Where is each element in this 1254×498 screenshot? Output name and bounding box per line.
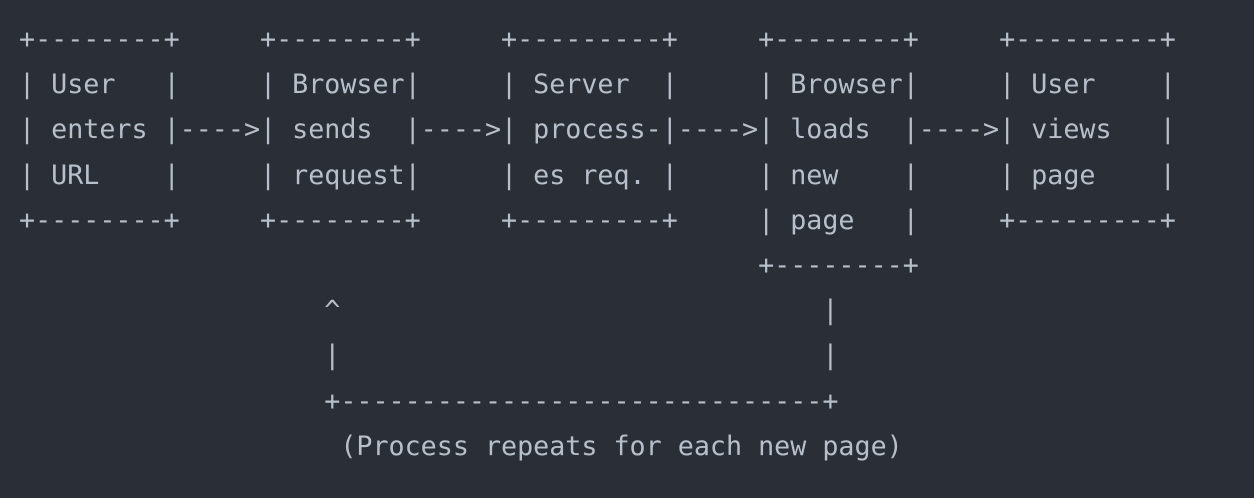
ascii-flowchart-diagram: +--------+ +--------+ +---------+ +-----… bbox=[19, 24, 1176, 462]
